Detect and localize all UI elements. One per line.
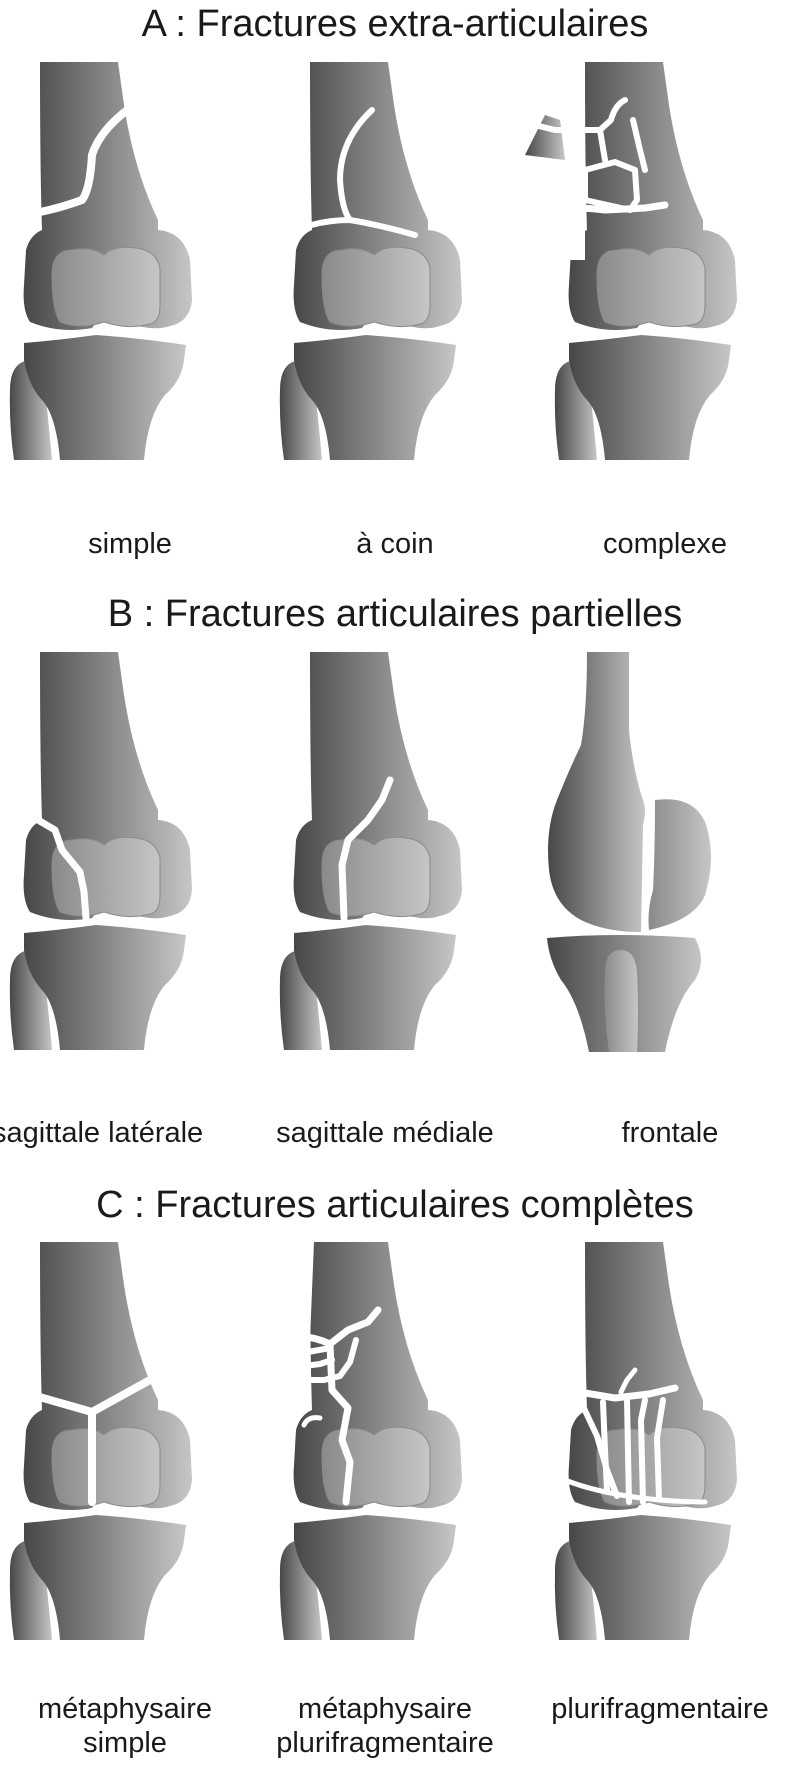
fragment-line (301, 1415, 323, 1428)
tibia (24, 335, 186, 460)
fragment-line (600, 1399, 610, 1493)
fragment-line (654, 1397, 666, 1501)
caption-c2-line1: métaphysaire (297, 1693, 473, 1725)
tibia (24, 1515, 186, 1640)
tibia (294, 1515, 456, 1640)
fragment-line (562, 1477, 708, 1505)
femoral-condyles (51, 246, 161, 328)
section-c-title: C : Fractures articulaires complètes (96, 1184, 694, 1226)
fragment-line (276, 1306, 382, 1348)
femoral-condyles (596, 246, 706, 328)
simple-fracture-line (36, 104, 134, 216)
knee-c3-multifragmentary (545, 1240, 790, 1740)
metaphyseal-line (551, 1384, 679, 1402)
tibia (569, 335, 731, 460)
intercondylar-line (326, 1340, 354, 1506)
lateral-sagittal-line (34, 816, 90, 922)
tibia (294, 925, 456, 1050)
fibula (604, 950, 638, 1052)
caption-a1: simple (20, 527, 240, 561)
section-a-title: A : Fractures extra-articulaires (141, 3, 649, 45)
caption-a3-line1: complexe (602, 528, 728, 560)
section-b-title: B : Fractures articulaires partielles (107, 593, 683, 635)
caption-c3-line1: plurifragmentaire (551, 1693, 769, 1725)
caption-a2: à coin (270, 527, 520, 561)
caption-a2-line1: à coin (356, 528, 434, 560)
femoral-condyles (51, 1426, 161, 1508)
tibia (24, 925, 186, 1050)
caption-c3: plurifragmentaire (530, 1692, 790, 1726)
caption-a3: complexe (540, 527, 790, 561)
caption-a1-line1: simple (88, 528, 172, 560)
tibia (294, 335, 456, 460)
medial-sagittal-line (338, 776, 394, 922)
knee-c2-metaphyseal-multifragmentary (270, 1240, 520, 1740)
knee-a1-simple (0, 60, 250, 560)
fragment-line (597, 117, 648, 173)
fragment-line (624, 1397, 632, 1505)
knee-b3-frontal (545, 650, 790, 1150)
femoral-condyles (321, 1426, 431, 1508)
knee-a3-complex (512, 60, 790, 560)
caption-b1: sagittale latérale (0, 1116, 232, 1150)
tibia (569, 1515, 731, 1640)
fragment-line (618, 1367, 638, 1395)
knee-b1-lateral-sagittal (0, 650, 250, 1150)
femoral-condyles (51, 836, 161, 918)
wedge-fracture-line (337, 107, 375, 223)
caption-b3-line1: frontale (621, 1117, 719, 1149)
caption-b1-line1: sagittale latérale (0, 1117, 204, 1149)
caption-b2-line1: sagittale médiale (276, 1117, 494, 1149)
caption-b3: frontale (560, 1116, 780, 1150)
posterior-condyle-fragment (648, 799, 711, 930)
femur (548, 652, 645, 932)
wedge-base-line (273, 217, 418, 243)
knee-b2-medial-sagittal (270, 650, 520, 1150)
fragment (525, 115, 565, 160)
caption-b2: sagittale médiale (245, 1116, 525, 1150)
fragment-line (638, 1397, 648, 1505)
fragment-line (578, 1399, 620, 1499)
femoral-condyles (321, 836, 431, 918)
left-gap (280, 1242, 314, 1340)
fragment-line (533, 201, 669, 214)
knee-a2-wedge (270, 60, 520, 560)
caption-c1-line2: simple (83, 1727, 167, 1759)
femoral-condyles (321, 246, 431, 328)
fragment-line (289, 1337, 359, 1383)
knee-c1-metaphyseal-simple (0, 1240, 250, 1740)
caption-c1-line1: métaphysaire (37, 1693, 213, 1725)
fragment-line (281, 1345, 333, 1355)
caption-c2-line2: plurifragmentaire (276, 1727, 494, 1759)
